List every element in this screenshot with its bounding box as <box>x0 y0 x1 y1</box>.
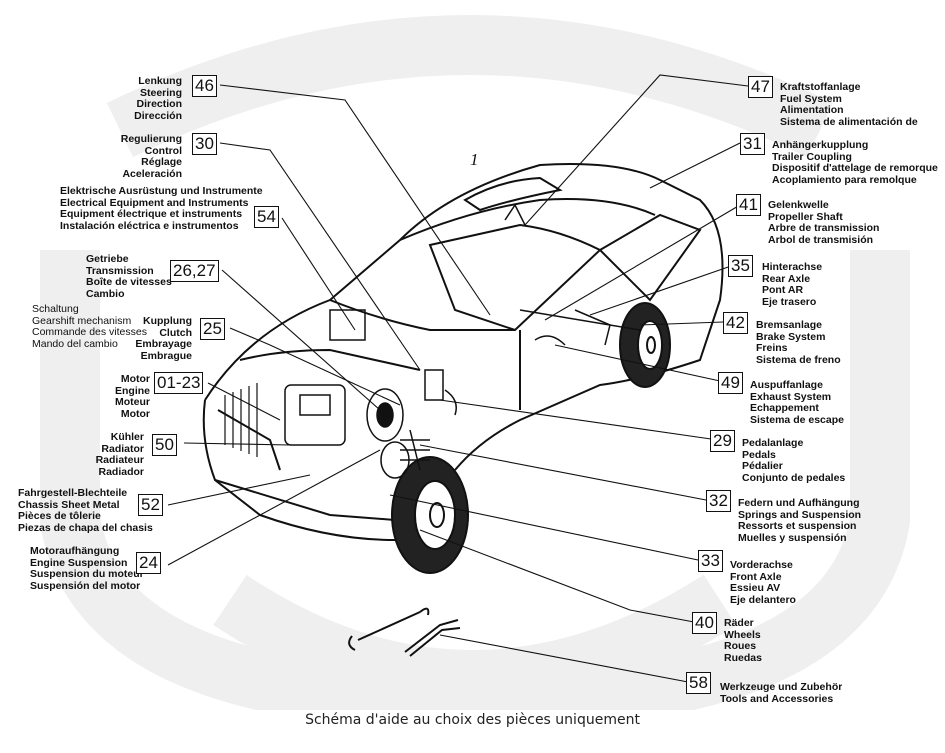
part-number-30[interactable]: 30 <box>192 133 217 155</box>
part-number-42[interactable]: 42 <box>723 312 748 334</box>
engine-components <box>284 204 641 479</box>
figure-number: 1 <box>470 150 479 169</box>
background-watermark <box>40 15 910 710</box>
part-number-24[interactable]: 24 <box>136 552 161 574</box>
part-number-46[interactable]: 46 <box>192 75 217 97</box>
part-number-33[interactable]: 33 <box>698 550 723 572</box>
part-number-26-27[interactable]: 26,27 <box>170 260 219 282</box>
part-number-47[interactable]: 47 <box>748 76 773 98</box>
part-number-35[interactable]: 35 <box>728 255 753 277</box>
part-number-29[interactable]: 29 <box>710 430 735 452</box>
part-number-58[interactable]: 58 <box>686 672 711 694</box>
image-caption: Schéma d'aide au choix des pièces unique… <box>305 712 640 728</box>
part-number-50[interactable]: 50 <box>152 434 177 456</box>
part-number-32[interactable]: 32 <box>706 490 731 512</box>
part-number-49[interactable]: 49 <box>718 372 743 394</box>
part-number-52[interactable]: 52 <box>138 494 163 516</box>
tools-illustration <box>348 607 461 657</box>
part-number-01-23[interactable]: 01-23 <box>154 372 204 394</box>
leader-lines <box>167 74 749 683</box>
part-number-40[interactable]: 40 <box>692 612 717 634</box>
rear-wheel <box>619 302 671 388</box>
part-number-54[interactable]: 54 <box>254 206 279 228</box>
part-number-31[interactable]: 31 <box>740 133 765 155</box>
part-number-41[interactable]: 41 <box>736 194 761 216</box>
part-number-25[interactable]: 25 <box>200 318 225 340</box>
